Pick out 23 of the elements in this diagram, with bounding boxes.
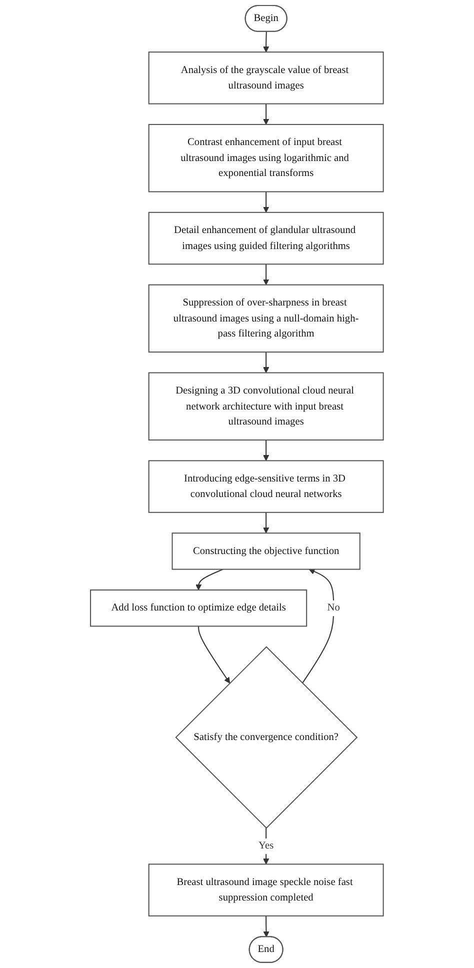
arrow [263, 440, 270, 461]
node-box: Analysis of the grayscale value of breast ultrasound images [148, 52, 384, 104]
arrow [198, 626, 230, 684]
arrow [302, 568, 334, 684]
arrow [263, 32, 270, 52]
node-box: Constructing the objective function [172, 532, 360, 570]
node-box: Suppression of over-sharpness in breast ultrasound images using a null-domain high-pass filtering algorithm [148, 284, 384, 353]
node-box: Breast ultrasound image speckle noise fast suppression completed [148, 864, 384, 916]
node-box: Introducing edge-sensitive terms in 3D convolutional cloud neural networks [148, 460, 384, 513]
node-diamond: Satisfy the convergence condition? [175, 646, 358, 829]
arrow [263, 192, 270, 213]
node-box: Add loss function to optimize edge details [90, 589, 308, 627]
arrow [263, 264, 270, 286]
edge-label: No [327, 602, 340, 614]
node-box: Detail enhancement of glandular ultrasound images using guided filtering algorithms [148, 212, 384, 265]
node-box: Contrast enhancement of input breast ultrasound images using logarithmic and exponential transforms [148, 124, 384, 192]
arrow [196, 568, 224, 590]
arrow [263, 512, 270, 534]
arrow [263, 916, 270, 938]
arrow [263, 352, 270, 374]
edge-label: Yes [258, 840, 274, 852]
node-box: Designing a 3D convolutional cloud neural network architecture with input breast ultrasound images [148, 372, 384, 440]
arrow [263, 104, 270, 125]
